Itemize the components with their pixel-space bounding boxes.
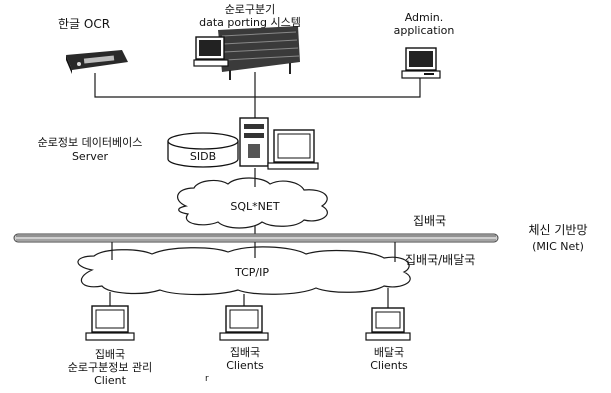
client-3-line1: 배달국: [374, 346, 404, 359]
client-1-line1: 집배국: [95, 348, 125, 361]
lan-label: 집배국/배달국: [405, 253, 475, 267]
admin-workstation-icon: [402, 48, 440, 78]
admin-label-line1: Admin.: [405, 11, 444, 24]
backbone-sub-label: (MIC Net): [532, 240, 584, 253]
db-server-label-line2: Server: [72, 150, 109, 163]
client-1-line2: 순로구분정보 관리: [68, 361, 152, 374]
backbone-name-label: 체신 기반망: [528, 223, 587, 237]
sorter-label-line2: data porting 시스템: [199, 16, 301, 29]
sorter-label-line1: 순로구분기: [225, 3, 276, 16]
tcp-ip-label: TCP/IP: [234, 266, 269, 279]
client-workstation-icon: [366, 308, 410, 340]
client-workstation-icon: [86, 306, 134, 340]
backbone-pipe: [14, 234, 498, 242]
ocr-label: 한글 OCR: [58, 17, 110, 31]
sorter-pc-icon: [194, 37, 228, 66]
client-1-line3: Client: [94, 374, 127, 387]
ocr-scanner-icon: [66, 50, 128, 74]
sql-net-label: SQL*NET: [230, 200, 279, 213]
backbone-office-label: 집배국: [413, 214, 446, 228]
sorter-machine-icon: [218, 26, 300, 80]
db-server-label-line1: 순로정보 데이터베이스: [38, 136, 143, 149]
client-2-line1: 집배국: [230, 346, 260, 359]
top-bus: [95, 72, 420, 118]
sidb-label: SIDB: [190, 150, 216, 163]
client-workstation-icon: [220, 306, 268, 340]
client-2-line2: Clients: [226, 359, 264, 372]
stray-mark: r: [205, 374, 209, 384]
admin-label-line2: application: [394, 24, 455, 37]
client-3-line2: Clients: [370, 359, 408, 372]
database-server-icon: [240, 118, 318, 169]
